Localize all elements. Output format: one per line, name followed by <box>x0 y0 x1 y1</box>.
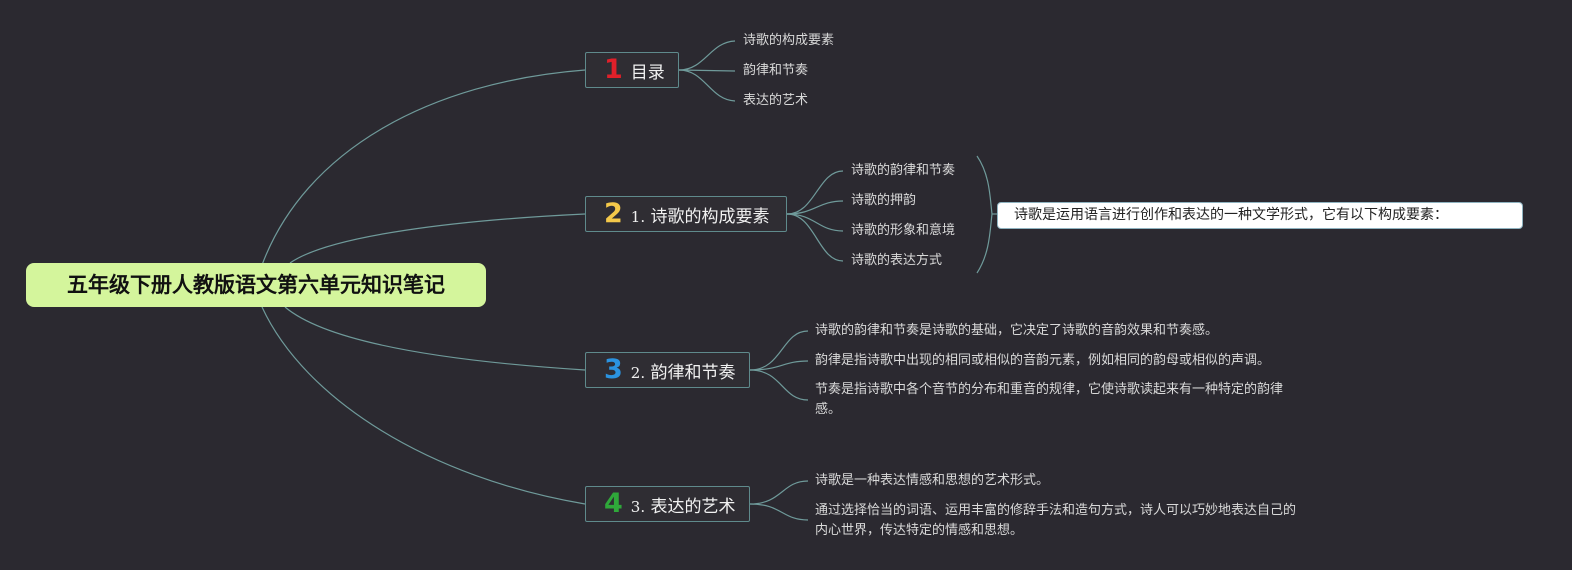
connector-b2-leaf-2 <box>786 200 844 215</box>
connector-root-branch-1 <box>261 69 586 266</box>
connector-b1-leaf-1 <box>678 40 736 71</box>
branch-3-leaf-3[interactable]: 节奏是指诗歌中各个音节的分布和重音的规律，它使诗歌读起来有一种特定的韵律感。 <box>815 382 1284 417</box>
connector-root-branch-2 <box>289 213 586 264</box>
branch-4-number: 4 <box>604 488 623 519</box>
connector-b3-leaf-1 <box>749 330 809 371</box>
branch-2-leaf-1[interactable]: 诗歌的韵律和节奏 <box>851 163 956 178</box>
branch-2-title: 1. 诗歌的构成要素 <box>630 206 770 227</box>
branch-2-topic[interactable]: 2 1. 诗歌的构成要素 <box>585 196 787 232</box>
summary-brace <box>976 155 993 274</box>
branch-2-number: 2 <box>604 198 623 229</box>
connector-b2-leaf-4 <box>786 213 844 262</box>
branch-2-leaf-3[interactable]: 诗歌的形象和意境 <box>851 223 956 238</box>
branch-3-topic[interactable]: 3 2. 韵律和节奏 <box>585 352 750 388</box>
connector-root-branch-4 <box>261 306 586 505</box>
connector-b3-leaf-3 <box>749 369 809 401</box>
branch-1-leaf-2[interactable]: 韵律和节奏 <box>743 63 809 78</box>
branch-4-topic[interactable]: 4 3. 表达的艺术 <box>585 486 750 522</box>
branch-3-number: 3 <box>604 354 623 385</box>
branch-1-title: 目录 <box>630 62 665 83</box>
connector-b1-leaf-3 <box>678 69 736 102</box>
branch-4-leaf-2[interactable]: 通过选择恰当的词语、运用丰富的修辞手法和造句方式，诗人可以巧妙地表达自己的内心世… <box>815 503 1297 538</box>
connector-b1-leaf-2 <box>678 69 736 72</box>
branch-1-leaf-3[interactable]: 表达的艺术 <box>743 93 809 108</box>
connector-b4-leaf-2 <box>749 503 809 521</box>
connector-b2-leaf-1 <box>786 170 844 215</box>
connector-root-branch-3 <box>284 306 586 371</box>
branch-1-leaf-1[interactable]: 诗歌的构成要素 <box>743 33 835 48</box>
connector-b4-leaf-1 <box>749 480 809 505</box>
branch-4-leaf-1[interactable]: 诗歌是一种表达情感和思想的艺术形式。 <box>815 473 1050 488</box>
branch-1-topic[interactable]: 1 目录 <box>585 52 679 88</box>
branch-3-leaf-1[interactable]: 诗歌的韵律和节奏是诗歌的基础，它决定了诗歌的音韵效果和节奏感。 <box>815 323 1219 338</box>
summary-note[interactable]: 诗歌是运用语言进行创作和表达的一种文学形式，它有以下构成要素： <box>997 202 1523 229</box>
branch-3-leaf-2[interactable]: 韵律是指诗歌中出现的相同或相似的音韵元素，例如相同的韵母或相似的声调。 <box>815 353 1271 368</box>
branch-4-title: 3. 表达的艺术 <box>630 496 736 517</box>
branch-2-leaf-2[interactable]: 诗歌的押韵 <box>851 193 917 208</box>
root-topic[interactable]: 五年级下册人教版语文第六单元知识笔记 <box>26 263 486 307</box>
branch-2-leaf-4[interactable]: 诗歌的表达方式 <box>851 253 943 268</box>
root-title: 五年级下册人教版语文第六单元知识笔记 <box>67 273 445 297</box>
branch-3-title: 2. 韵律和节奏 <box>630 362 736 383</box>
branch-1-number: 1 <box>604 54 623 85</box>
connector-b3-leaf-2 <box>749 360 809 371</box>
connector-b2-leaf-3 <box>786 213 844 232</box>
